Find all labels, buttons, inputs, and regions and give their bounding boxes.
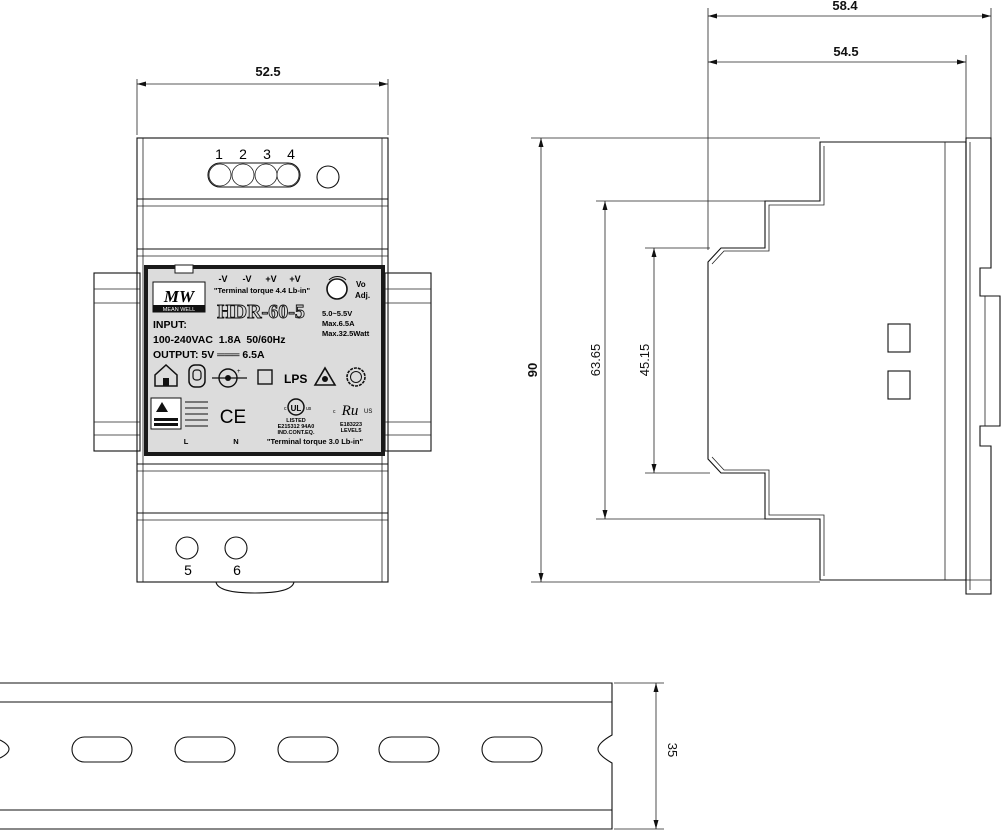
pin-label-3: +V (265, 274, 276, 284)
pin-label-4: +V (289, 274, 300, 284)
model-name: HDR-60-5 (217, 301, 305, 323)
dimension-height-front: 45.15 (637, 247, 710, 474)
warning-triangle-icon (313, 366, 337, 386)
dimension-label-height-front: 45.15 (637, 344, 652, 377)
ul-listed-mark: UL c us LISTED E215312 94A0 IND.CONT.EQ. (278, 398, 315, 436)
ur-recognized-mark: Ru c US E183223 LEVEL5 (333, 403, 372, 434)
output-value: OUTPUT: 5V ═══ 6.5A (153, 349, 265, 361)
ul-listed-text: LISTED (286, 418, 306, 424)
adj-text: Adj. (355, 291, 370, 300)
ul-eq-text: IND.CONT.EQ. (278, 430, 315, 436)
class-ii-icon (257, 369, 273, 385)
house-icon (154, 363, 178, 387)
double-insulation-icon (188, 364, 206, 388)
pin-label-2: -V (243, 274, 252, 284)
rail-slots (71, 736, 543, 763)
terminal-4-label: 4 (287, 146, 295, 162)
dimension-label-height-inner: 63.65 (588, 344, 603, 377)
spec-current: Max.6.5A (322, 319, 355, 328)
product-label: -V -V +V +V "Terminal torque 4.4 Lb-in" … (144, 264, 385, 456)
spec-power: Max.32.5Watt (322, 329, 370, 338)
dimension-height: 90 (525, 137, 820, 583)
svg-text:c: c (284, 406, 287, 412)
dimension-label-front-width: 52.5 (255, 64, 280, 79)
line-l-label: L (184, 437, 189, 446)
vo-adjust-potentiometer: Vo Adj. (326, 276, 370, 300)
dimension-side-depth-total: 58.4 (707, 0, 992, 250)
svg-text:MW: MW (163, 287, 196, 306)
svg-text:US: US (364, 409, 372, 415)
front-view: 52.5 (93, 64, 432, 594)
level-text: LEVEL5 (341, 428, 362, 434)
ce-mark: CE (220, 407, 246, 428)
meanwell-logo: MW MEAN WELL (152, 281, 206, 313)
svg-text:c: c (333, 409, 336, 415)
terminal-6-label: 6 (233, 562, 241, 578)
level-file-text: E183223 (340, 422, 362, 428)
safety-label-box (150, 397, 208, 430)
terminal-3-label: 3 (263, 146, 271, 162)
dimension-front-width: 52.5 (136, 64, 389, 135)
rohs-icon (346, 367, 366, 387)
brand-text: MEAN WELL (163, 307, 195, 313)
svg-text:UL: UL (291, 404, 302, 413)
vo-text: Vo (356, 280, 366, 289)
pin-label-1: -V (219, 274, 228, 284)
dimension-label-rail-height: 35 (665, 743, 680, 757)
svg-text:us: us (306, 406, 312, 412)
svg-text:+: + (237, 369, 241, 375)
ul-file-text: E215312 94A0 (278, 424, 315, 430)
torque-top-text: "Terminal torque 4.4 Lb-in" (214, 286, 311, 295)
side-view: 58.4 54.5 90 63.65 (525, 0, 1001, 595)
svg-text:Ru: Ru (341, 403, 359, 419)
din-rail: 35 (0, 682, 680, 830)
dimension-side-depth-body: 54.5 (708, 44, 967, 140)
dimension-rail-height: 35 (614, 682, 680, 830)
terminal-1-label: 1 (215, 146, 223, 162)
dimension-label-depth-body: 54.5 (833, 44, 858, 59)
terminal-5-label: 5 (184, 562, 192, 578)
spec-voltage: 5.0~5.5V (322, 309, 352, 318)
dimension-label-height: 90 (525, 363, 540, 377)
dimension-height-inner: 63.65 (588, 200, 765, 520)
polarity-icon: + (212, 368, 247, 388)
input-title: INPUT: (153, 319, 187, 331)
line-n-label: N (233, 437, 238, 446)
bottom-terminal-block: 5 6 (175, 536, 248, 578)
dimension-label-depth-total: 58.4 (832, 0, 858, 13)
terminal-2-label: 2 (239, 146, 247, 162)
input-value: 100-240VAC 1.8A 50/60Hz (153, 334, 286, 346)
top-terminal-block: 1 2 3 4 (207, 146, 340, 189)
torque-bottom-text: "Terminal torque 3.0 Lb-in" (267, 437, 364, 446)
lps-mark: LPS (284, 372, 307, 386)
